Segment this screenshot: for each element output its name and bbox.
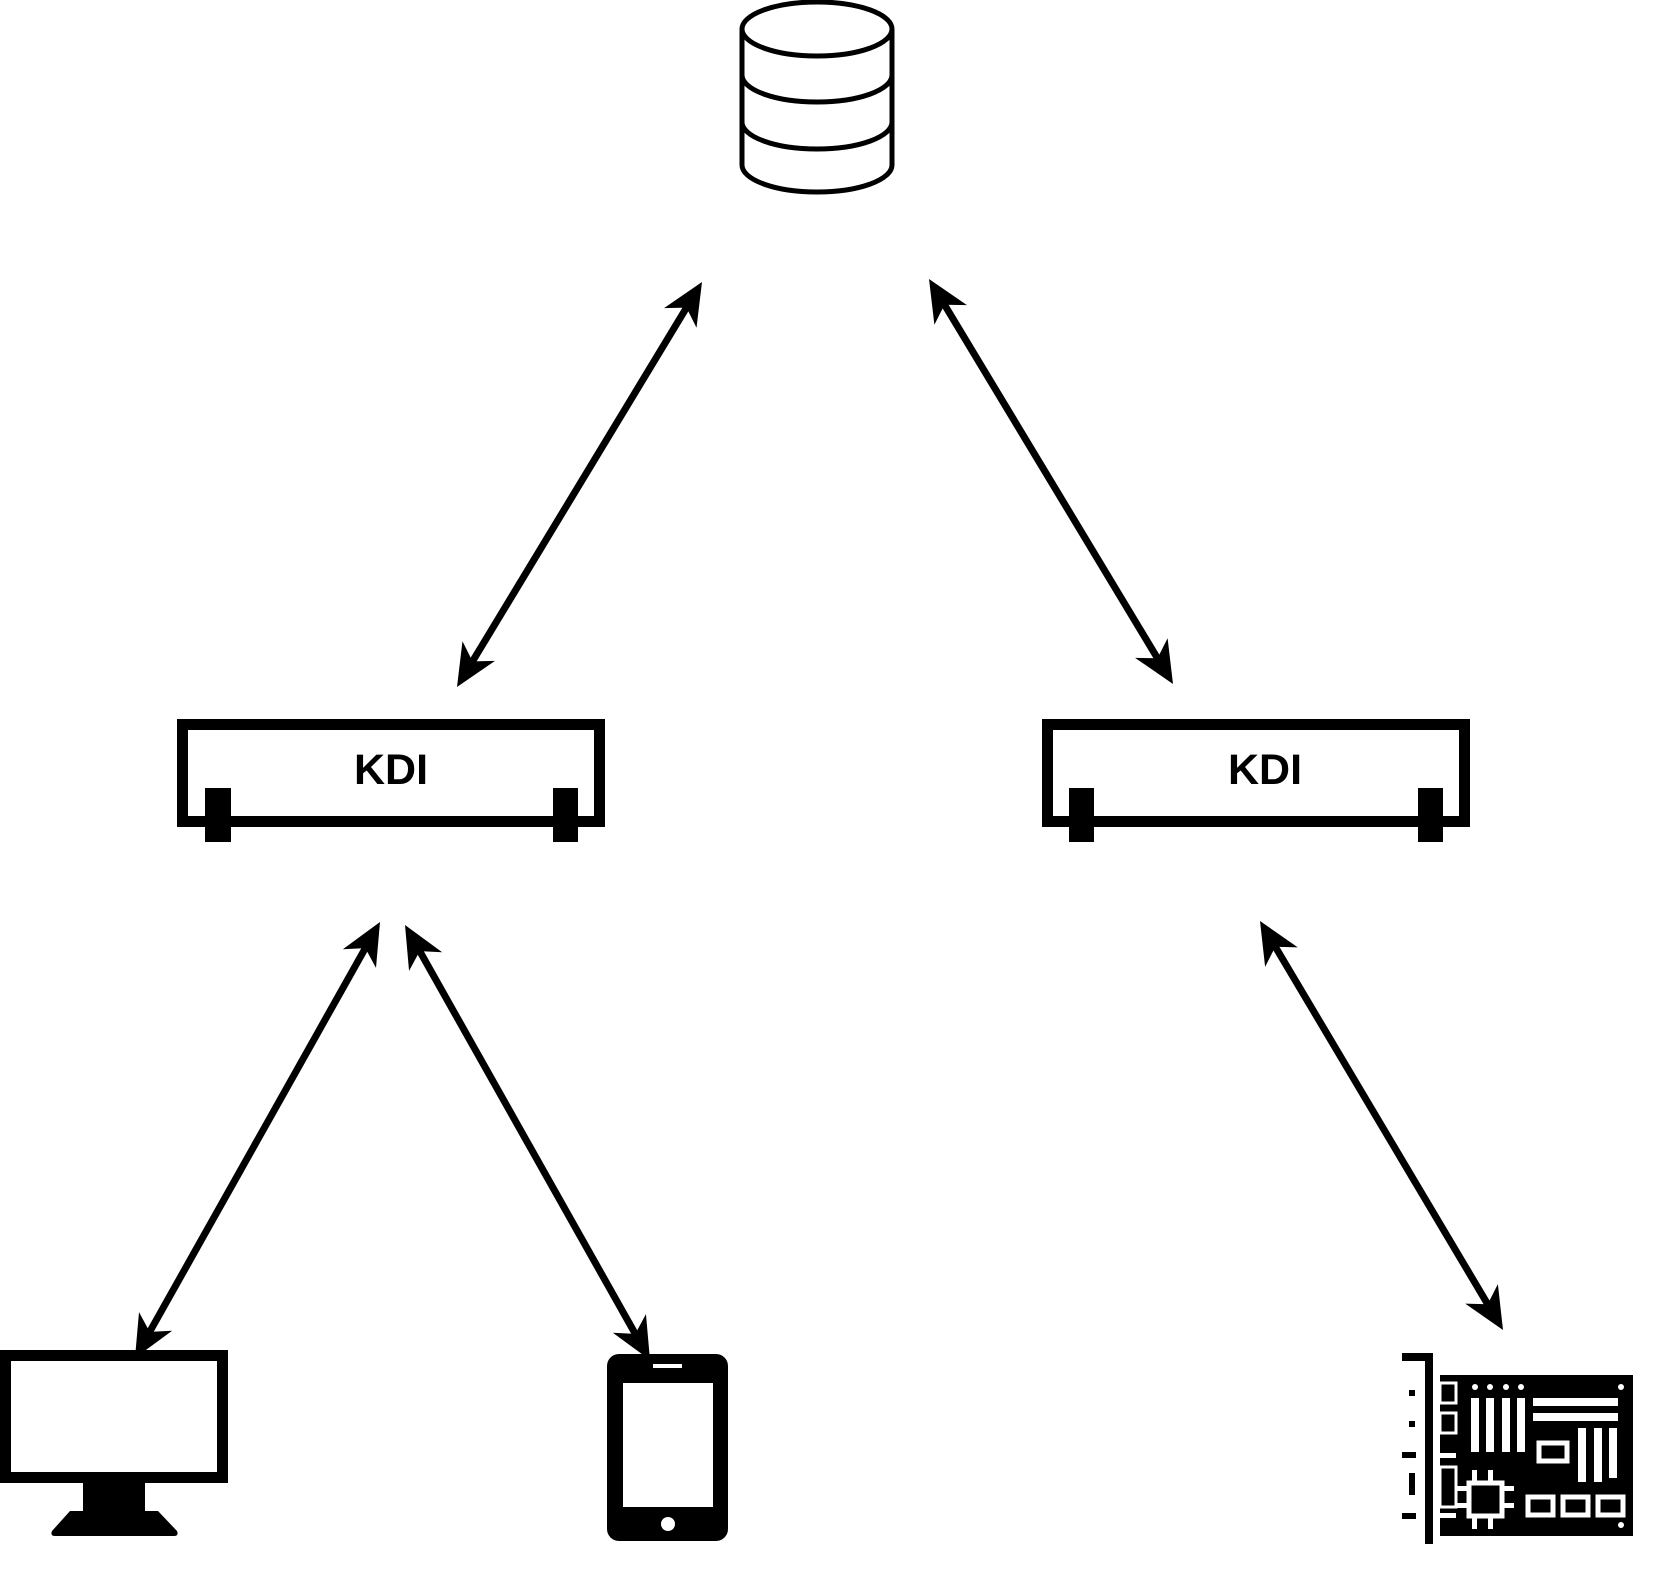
kdi-foot-right — [553, 788, 578, 842]
arrow-shaft — [416, 949, 639, 1336]
kdi-node-right[interactable]: KDI — [1042, 719, 1470, 843]
arrow-kdi-left-mobile — [405, 925, 650, 1360]
arrowhead-end — [457, 641, 495, 687]
kdi-label: KDI — [354, 746, 428, 794]
arrowhead-start — [405, 925, 443, 971]
arrow-database-kdi-right — [929, 279, 1173, 684]
arrowhead-start — [929, 279, 967, 325]
smartphone-icon[interactable] — [607, 1354, 728, 1541]
arrowhead-start — [1260, 921, 1298, 967]
kdi-foot-left — [205, 788, 231, 842]
arrow-database-kdi-left — [457, 282, 702, 687]
kdi-box — [177, 719, 605, 827]
kdi-box — [1042, 719, 1470, 827]
arrowhead-end — [1465, 1284, 1503, 1330]
arrowhead-start — [664, 282, 702, 328]
arrow-shaft — [1272, 945, 1491, 1306]
database-icon[interactable] — [739, 0, 895, 195]
arrow-kdi-right-board — [1260, 921, 1503, 1330]
edges-group — [135, 279, 1503, 1360]
arrow-shaft — [146, 946, 369, 1334]
kdi-label: KDI — [1228, 746, 1302, 794]
kdi-node-left[interactable]: KDI — [177, 719, 605, 843]
arrowhead-start — [342, 922, 380, 968]
motherboard-icon[interactable] — [1402, 1353, 1633, 1544]
arrow-kdi-left-desktop — [135, 922, 380, 1358]
arrowhead-end — [612, 1314, 650, 1360]
kdi-foot-right — [1418, 788, 1443, 842]
arrow-shaft — [941, 302, 1161, 661]
arrowhead-end — [135, 1312, 173, 1358]
arrow-shaft — [469, 305, 690, 664]
arrowhead-end — [1135, 638, 1173, 684]
monitor-icon[interactable] — [0, 1350, 228, 1537]
kdi-foot-left — [1069, 788, 1094, 842]
